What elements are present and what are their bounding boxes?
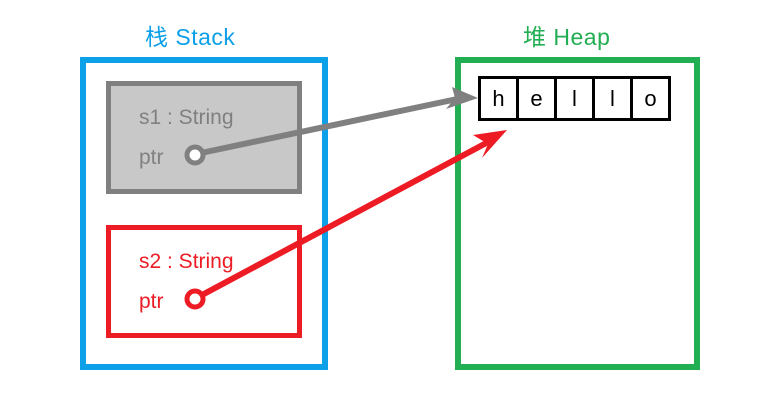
s2-type-label: s2 : String: [139, 250, 234, 273]
stack-variable-s2: s2 : String ptr: [106, 225, 302, 338]
s1-type-label: s1 : String: [139, 106, 234, 129]
stack-variable-s1: s1 : String ptr: [106, 81, 302, 194]
heap-char-cell: e: [519, 79, 554, 118]
heap-char-cell: o: [633, 79, 668, 118]
s1-ptr-label: ptr: [139, 146, 164, 169]
heap-char-cell: l: [595, 79, 630, 118]
stack-region-box: s1 : String ptr s2 : String ptr: [80, 57, 328, 370]
s2-ptr-label: ptr: [139, 290, 164, 313]
heap-char-cell: h: [481, 79, 516, 118]
stack-title: 栈 Stack: [145, 24, 236, 50]
heap-title: 堆 Heap: [523, 24, 611, 50]
heap-char-cell: l: [557, 79, 592, 118]
